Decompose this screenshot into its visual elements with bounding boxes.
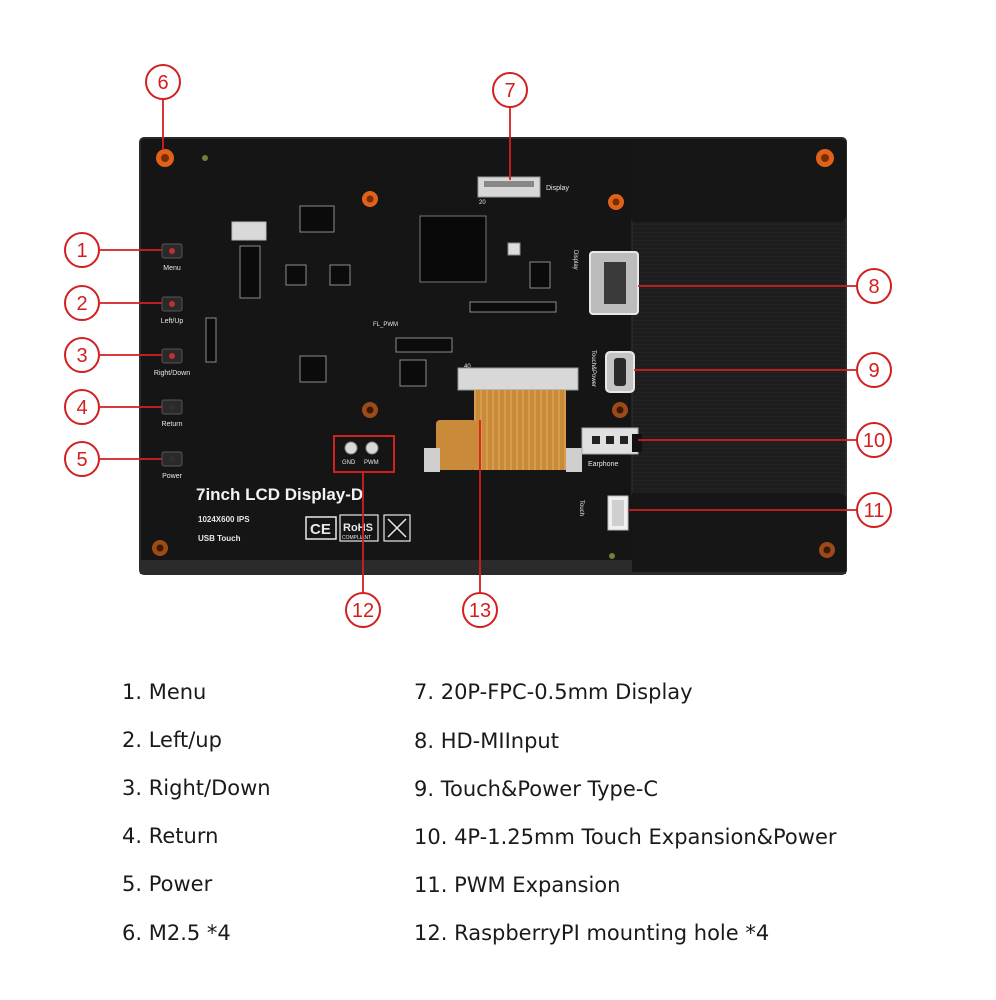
board-touch-type: USB Touch [198, 534, 241, 543]
menu-silk: Menu [163, 265, 181, 272]
left-up-silk: Left/Up [161, 318, 184, 325]
panel-notch-top [632, 140, 846, 222]
legend-item-1: 1. Menu [122, 680, 207, 704]
panel-notch-bottom [632, 493, 846, 572]
pcb-components [205, 205, 557, 387]
legend-item-3: 3. Right/Down [122, 776, 271, 800]
side-buttons [161, 243, 183, 467]
ic-silk: FL_PWM [373, 322, 398, 328]
legend-item-2: 2. Left/up [122, 728, 222, 752]
ce-mark: CE [310, 521, 331, 538]
pwm-highlight-box [333, 435, 395, 473]
board-resolution: 1024X600 IPS [198, 515, 250, 524]
callout-circles [64, 64, 892, 628]
hdmi-silk: Display [572, 250, 578, 270]
mounting-holes [152, 149, 835, 558]
pwm-pad [365, 441, 379, 455]
callout-13: 13 [469, 600, 491, 622]
legend-item-11: 11. PWM Expansion [414, 873, 621, 897]
flex-cable [474, 390, 566, 470]
right-down-silk: Right/Down [154, 370, 190, 377]
callout-8: 8 [868, 276, 879, 298]
typec-silk: Touch&Power [590, 350, 596, 387]
callout-10: 10 [863, 430, 885, 452]
ce-mark-box [305, 516, 337, 540]
fpc-display-silk: Display [546, 185, 569, 192]
legend-item-7: 7. 20P-FPC-0.5mm Display [414, 680, 693, 704]
fpc-pin-start-silk: 20 [479, 200, 486, 206]
callout-1: 1 [76, 240, 87, 262]
fpc40-pin-silk: 40 [464, 364, 471, 370]
legend-item-10: 10. 4P-1.25mm Touch Expansion&Power [414, 825, 837, 849]
gnd-pad [344, 441, 358, 455]
legend-item-6: 6. M2.5 *4 [122, 921, 231, 945]
board-diagram: Menu Left/Up Right/Down Return Power FL_… [64, 64, 892, 628]
legend-item-4: 4. Return [122, 824, 219, 848]
callout-11: 11 [864, 500, 885, 522]
callout-4: 4 [76, 397, 87, 419]
rohs-mark: RoHS [343, 522, 373, 534]
rohs-compliant: COMPLIANT [342, 535, 371, 541]
board-title: 7inch LCD Display-D [196, 485, 363, 504]
legend-item-12: 12. RaspberryPI mounting hole *4 [414, 921, 770, 945]
flex-cable-fold [436, 420, 476, 470]
fpc-40p-connector [457, 367, 579, 391]
callout-9: 9 [868, 360, 879, 382]
lcd-back-panel [631, 219, 847, 496]
earphone-silk: Earphone [588, 461, 618, 468]
callout-leaders [100, 100, 856, 592]
legend-item-5: 5. Power [122, 872, 213, 896]
callout-7: 7 [504, 80, 515, 102]
callout-12: 12 [352, 600, 374, 622]
callout-5: 5 [76, 449, 87, 471]
callout-3: 3 [76, 345, 87, 367]
legend-item-8: 8. HD-MIInput [414, 729, 559, 753]
power-silk: Power [162, 473, 183, 480]
rohs-mark-box [339, 514, 379, 542]
callout-2: 2 [76, 293, 87, 315]
touch-silk: Touch [578, 500, 584, 516]
pwm-silk: PWM [364, 460, 379, 466]
led-dot-2 [609, 553, 615, 559]
return-silk: Return [161, 421, 182, 428]
callout-6: 6 [157, 72, 168, 94]
weee-mark [383, 514, 411, 542]
led-dot [202, 155, 208, 161]
gnd-silk: GND [342, 460, 356, 466]
legend-item-9: 9. Touch&Power Type-C [414, 777, 659, 801]
